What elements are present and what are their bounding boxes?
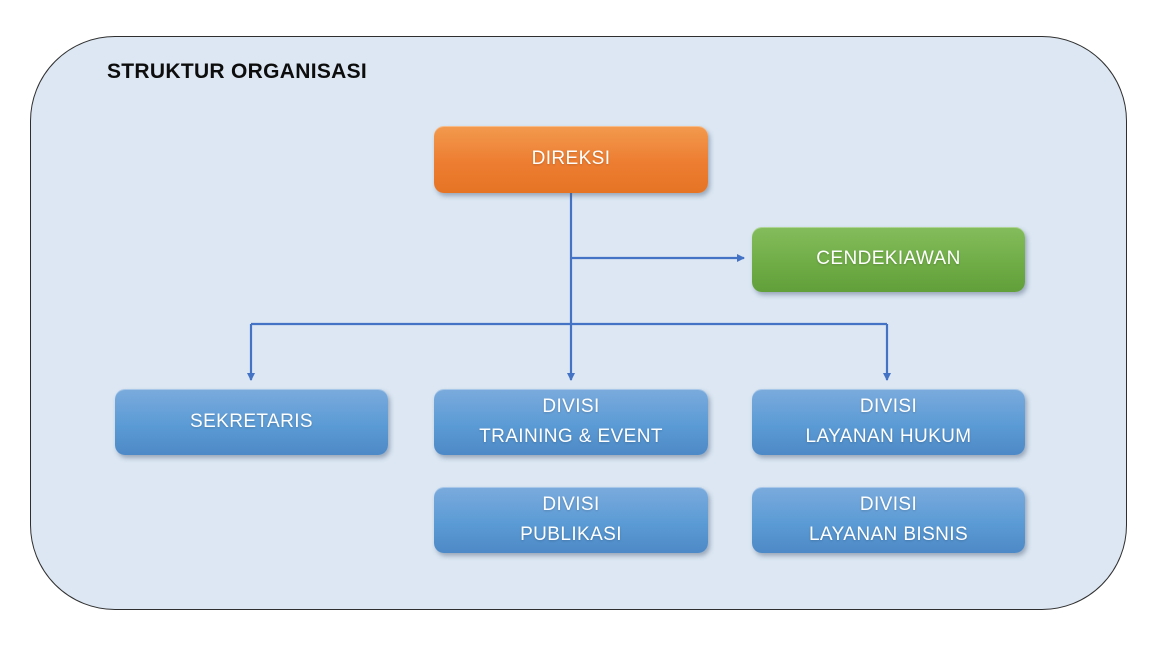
org-node-direksi: DIREKSI xyxy=(434,126,708,193)
org-node-cendekiawan: CENDEKIAWAN xyxy=(752,227,1025,292)
org-node-divisi-layanan-bisnis: DIVISI LAYANAN BISNIS xyxy=(752,487,1025,553)
org-node-divisi-layanan-hukum: DIVISI LAYANAN HUKUM xyxy=(752,389,1025,455)
org-node-sekretaris: SEKRETARIS xyxy=(115,389,388,455)
org-node-divisi-publikasi: DIVISI PUBLIKASI xyxy=(434,487,708,553)
org-node-divisi-training-event-label: DIVISI TRAINING & EVENT xyxy=(479,395,663,447)
org-node-sekretaris-label: SEKRETARIS xyxy=(190,410,313,432)
diagram-title: STRUKTUR ORGANISASI xyxy=(107,60,368,83)
org-node-divisi-layanan-hukum-label: DIVISI LAYANAN HUKUM xyxy=(805,395,972,447)
org-node-cendekiawan-label: CENDEKIAWAN xyxy=(816,248,961,270)
org-node-divisi-training-event: DIVISI TRAINING & EVENT xyxy=(434,389,708,455)
org-node-direksi-label: DIREKSI xyxy=(531,148,611,170)
org-node-divisi-layanan-bisnis-label: DIVISI LAYANAN BISNIS xyxy=(808,493,969,545)
org-node-divisi-publikasi-label: DIVISI PUBLIKASI xyxy=(520,493,622,545)
